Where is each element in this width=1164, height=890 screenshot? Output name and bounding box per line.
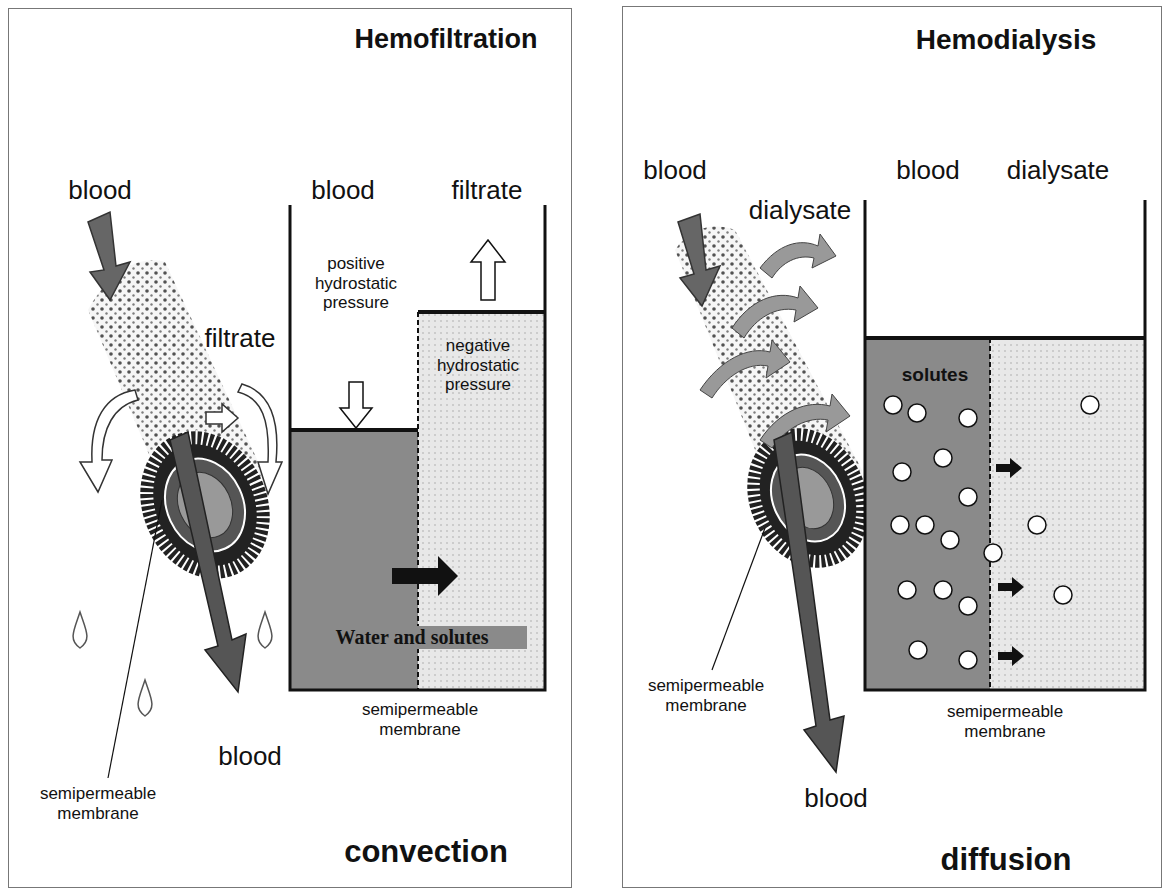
panel-caption: diffusion [941,843,1072,877]
diagram-label: blood [293,176,393,206]
hemofiltration-tank [290,205,545,690]
diagram-label: negative hydrostatic pressure [423,336,533,395]
diagram-label: semipermeable membrane [935,702,1075,741]
diagram-label: filtrate [432,176,542,206]
diagram-label: filtrate [185,324,295,354]
panel-caption: convection [344,835,508,869]
diagram-label: semipermeable membrane [28,784,168,823]
diagram-panel: Hemofiltration convection [8,8,572,888]
diagram-panel: Hemodialysis diffusion [622,6,1162,888]
diagram-label: blood [45,176,155,206]
hemofilter-illustration [73,212,293,778]
panel-title: Hemodialysis [916,25,1097,56]
diagram-label: Water and solutes [297,626,527,649]
hemodialysis-tank [865,200,1145,690]
diagram-label: blood [195,742,305,772]
panel-title: Hemofiltration [354,25,537,55]
diagram-label: semipermeable membrane [636,676,776,715]
diagram-label: blood [786,784,886,814]
diagram-label: dialysate [735,196,865,226]
diagram-label: semipermeable membrane [350,700,490,739]
diagram-label: blood [625,156,725,186]
diagram-label: solutes [890,364,980,386]
diagram-label: positive hydrostatic pressure [306,254,406,313]
diagram-label: blood [878,156,978,186]
diagram-label: dialysate [998,156,1118,186]
